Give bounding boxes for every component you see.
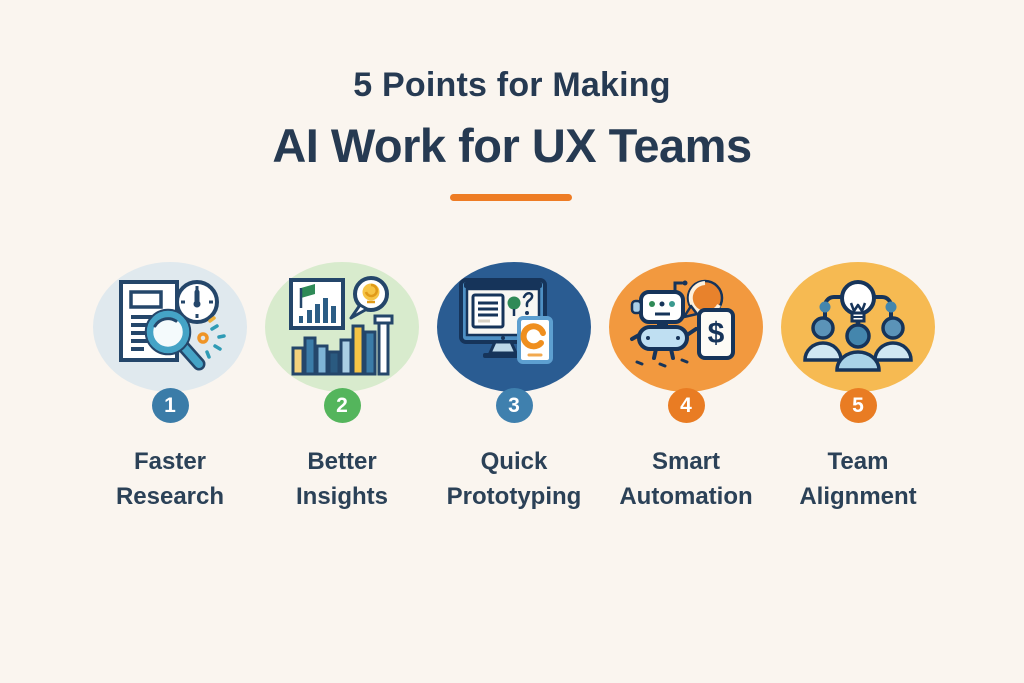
automation-icon: $ [630,279,735,368]
label-line: Team [827,448,889,475]
point-label-team-alignment: Team Alignment [799,444,916,514]
insights-icon-bubble [265,262,419,392]
step-number-badge-1: 1 [151,388,189,423]
title-underline [450,194,572,201]
label-line: Prototyping [446,483,582,510]
label-line: Smart [651,448,721,475]
label-line: Automation [619,483,753,510]
label-line: Insights [295,483,388,510]
research-icon [119,280,226,371]
step-number-badge-4: 4 [667,388,705,423]
point-item-smart-automation: $ 4 Smart Automation [600,262,772,514]
page-subtitle: 5 Points for Making [353,66,671,104]
label-line: Faster [133,448,207,475]
point-item-better-insights: 2 Better Insights [256,262,428,514]
page-title: AI Work for UX Teams [272,119,752,172]
insights-icon [289,276,394,376]
point-item-team-alignment: 5 Team Alignment [772,262,944,514]
step-number-badge-5: 5 [839,388,877,423]
point-item-faster-research: 1 Faster Research [84,262,256,514]
label-line: Alignment [799,483,917,510]
label-line: Research [115,483,225,510]
points-row: 1 Faster Research [84,262,944,514]
research-icon-bubble [93,262,247,392]
label-line: Better [307,448,377,475]
dollar-sign: $ [708,317,725,350]
prototyping-icon [459,278,553,364]
point-label-faster-research: Faster Research [116,444,224,514]
step-number-badge-2: 2 [323,388,361,423]
point-item-quick-prototyping: 3 Quick Prototyping [428,262,600,514]
automation-icon-bubble: $ [609,262,763,392]
alignment-icon-bubble [781,262,935,392]
point-label-quick-prototyping: Quick Prototyping [447,444,582,514]
point-label-better-insights: Better Insights [296,444,388,514]
prototyping-icon-bubble [437,262,591,392]
alignment-icon [803,280,913,372]
step-number-badge-3: 3 [495,388,533,423]
label-line: Quick [480,448,548,475]
point-label-smart-automation: Smart Automation [619,444,752,514]
